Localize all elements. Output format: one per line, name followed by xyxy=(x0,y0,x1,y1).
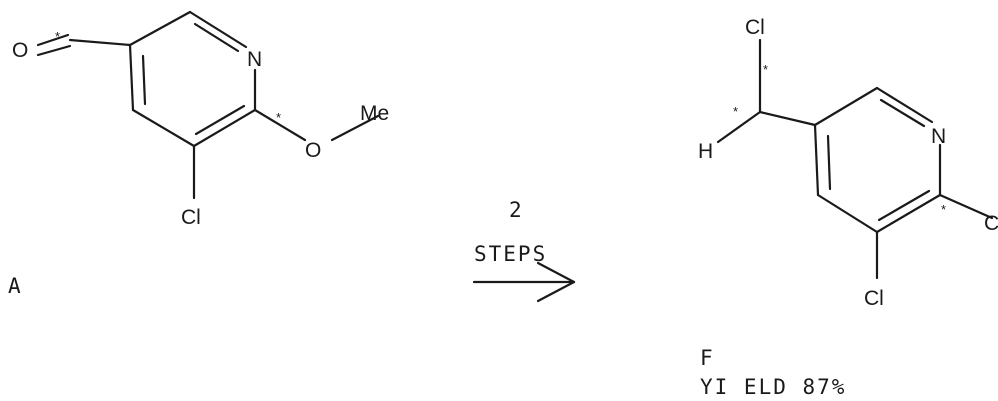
starting-material-label: A xyxy=(8,274,23,298)
hydrogen-label: H xyxy=(698,140,713,163)
chloromethyl-carbon-to-ring-bond xyxy=(758,110,817,127)
product-ring-bond-c2-n1 xyxy=(875,86,934,124)
product-ring-bond-c4-c3 xyxy=(813,123,820,197)
product-ring-to-substituent-bond xyxy=(938,193,994,220)
chloromethyl-carbon-to-hydrogen-bond xyxy=(716,110,762,144)
ring-nitrogen-label: N xyxy=(247,48,262,71)
step-word: STEPS xyxy=(474,242,547,266)
ring-bond-c4-c3-inner xyxy=(141,54,147,106)
ring-bond-c5-c4 xyxy=(131,108,196,148)
hydrogen-bond-marker: * xyxy=(733,104,738,119)
chloromethyl-chlorine-label: Cl xyxy=(745,16,765,39)
truncated-substituent-label: C xyxy=(984,212,998,235)
reaction-arrow-head-upper xyxy=(536,261,576,284)
product-ring-bond-c3-c2 xyxy=(813,86,879,127)
methoxy-oxygen-label: O xyxy=(305,139,321,162)
product-ring-nitrogen-label: N xyxy=(931,125,946,148)
step-count: 2 xyxy=(509,198,524,222)
aldehyde-double-bond-outer xyxy=(36,33,70,47)
ring-bond-c6-c5-inner xyxy=(194,104,246,136)
ring-bond-c6-c5 xyxy=(192,108,257,148)
product-ring-chlorine-label: Cl xyxy=(864,287,884,310)
ring-bond-c4-c3 xyxy=(128,43,135,112)
aldehyde-to-ring-bond xyxy=(68,38,132,47)
methoxy-oxygen-to-methyl-bond xyxy=(330,114,380,142)
reaction-arrow-group: 2 STEPS xyxy=(472,198,576,303)
ring-bond-c3-c2 xyxy=(128,10,192,47)
ring-bond-c2-n1 xyxy=(188,10,248,49)
product-ring-bond-c2-n1-inner xyxy=(879,98,926,128)
product-ring-bond-c4-c3-inner xyxy=(826,134,832,191)
reaction-arrow-head-lower xyxy=(536,280,576,303)
methyl-label: Me xyxy=(360,102,389,125)
methoxy-carbon-marker: * xyxy=(276,110,281,125)
product-ring-bond-c6-c5 xyxy=(875,193,942,234)
product-ring-bond-c5-c4 xyxy=(816,193,879,234)
aldehyde-oxygen-label: O xyxy=(12,39,28,62)
product-ring-carbon-marker: * xyxy=(941,202,946,217)
ring-to-methoxy-oxygen-bond xyxy=(253,108,307,142)
product-structure: Cl H N Cl C * * * xyxy=(698,16,998,310)
aldehyde-double-bond-inner xyxy=(36,44,72,57)
chloromethyl-carbon-marker: * xyxy=(763,62,768,77)
product-ring-bond-c6-c5-inner xyxy=(877,189,931,222)
aldehyde-carbon-marker: * xyxy=(55,29,60,44)
starting-material-structure: O N O Me Cl * * xyxy=(12,10,389,229)
product-label: F xyxy=(700,346,715,370)
chlorine-label: Cl xyxy=(181,206,201,229)
product-yield: YI ELD 87% xyxy=(700,375,846,399)
ring-bond-c2-n1-inner xyxy=(193,22,240,53)
